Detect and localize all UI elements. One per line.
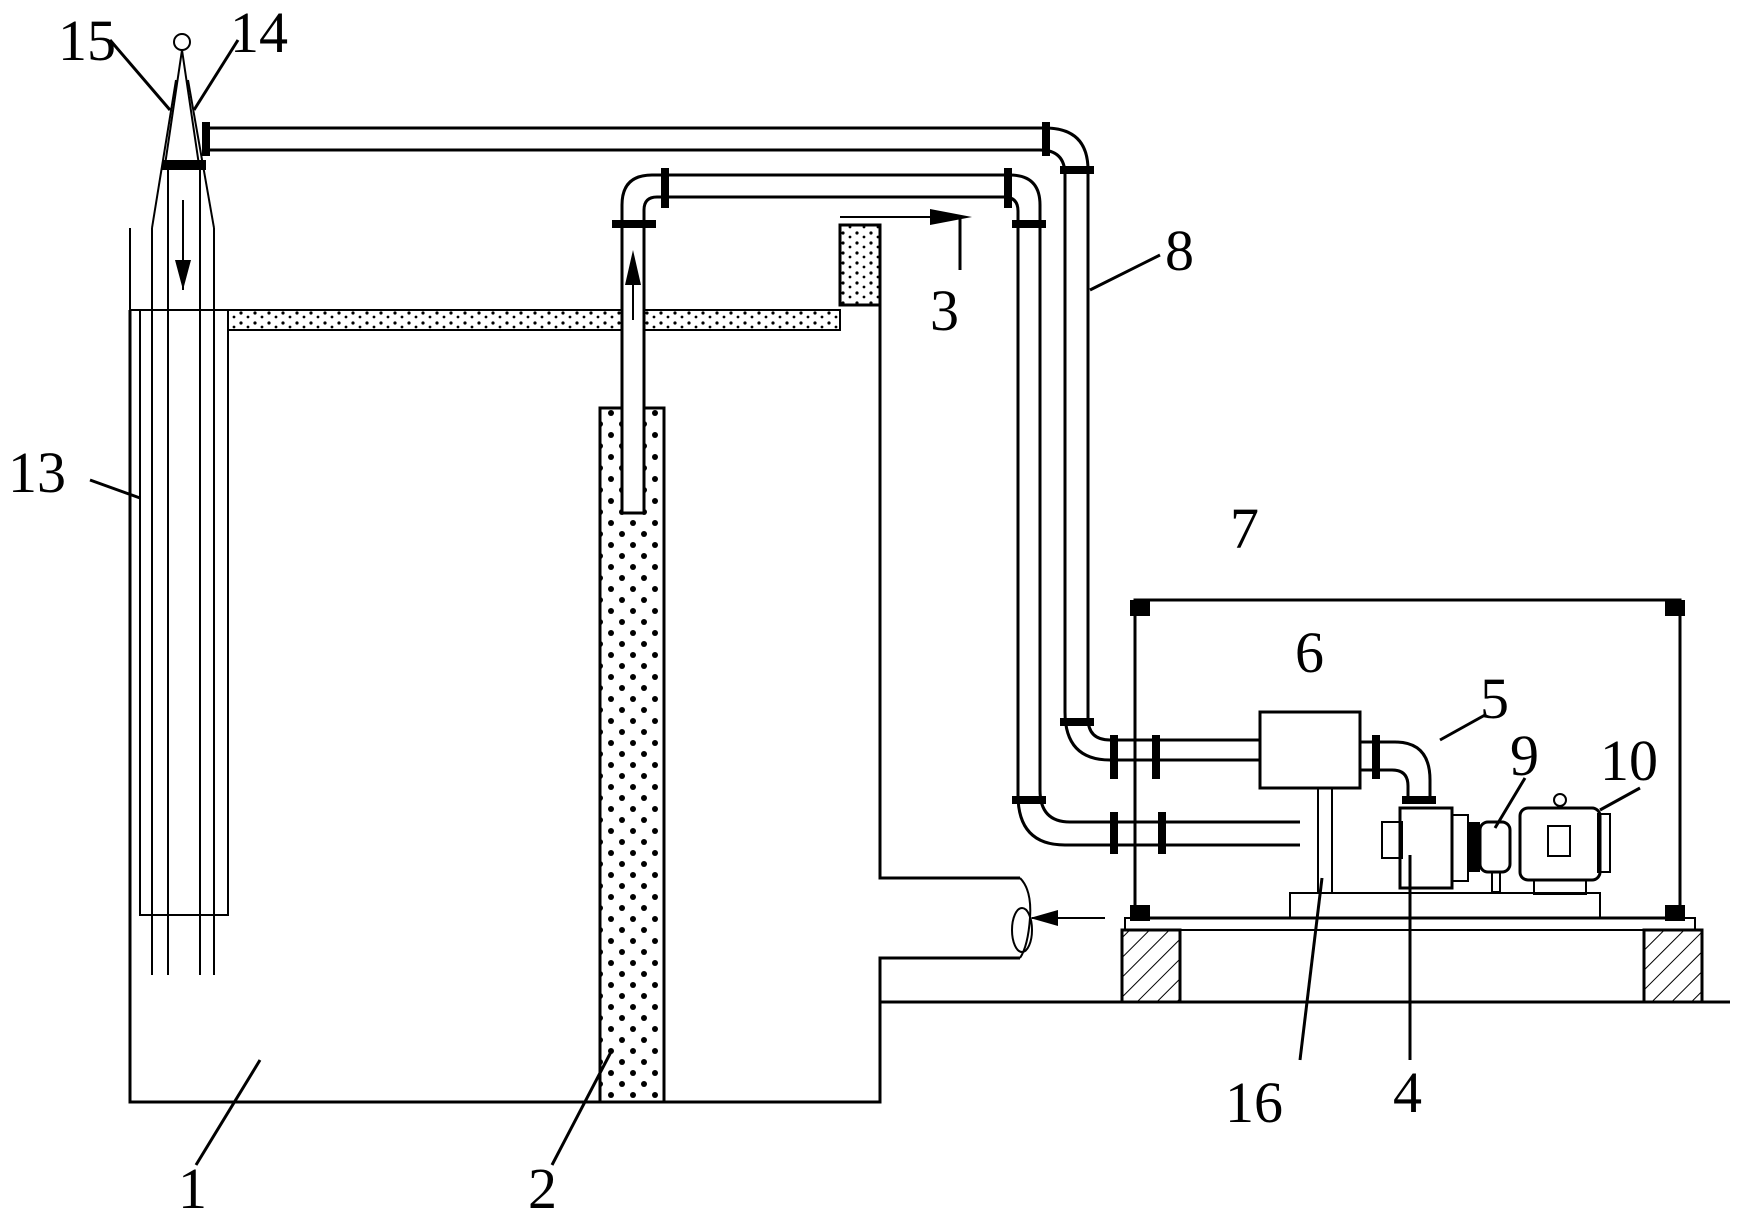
inlet-fitting: [1011, 877, 1105, 959]
label-6: 6: [1295, 620, 1324, 685]
label-2: 2: [528, 1156, 557, 1221]
pump: [1381, 806, 1480, 890]
label-4: 4: [1393, 1060, 1422, 1125]
coupling: [1478, 820, 1512, 893]
filter-housing: [1258, 710, 1601, 919]
membrane-module: [129, 165, 229, 1002]
equipment-frame: [1120, 598, 1704, 1004]
tank: [128, 223, 1730, 1104]
label-5: 5: [1480, 666, 1509, 731]
label-9: 9: [1510, 723, 1539, 788]
elbow-pipe: [1360, 735, 1436, 804]
label-16: 16: [1225, 1070, 1283, 1135]
reference-numerals: 1 2 3 4 5 6 7 8 9 10 13 14 15 16: [8, 0, 1658, 1221]
filter-column: [598, 223, 666, 1104]
label-15: 15: [58, 8, 116, 73]
label-13: 13: [8, 440, 66, 505]
pipe-8: [202, 122, 1260, 779]
label-1: 1: [178, 1156, 207, 1221]
motor: [1518, 793, 1611, 895]
label-14: 14: [230, 0, 288, 65]
top-vent-valve: [151, 33, 215, 229]
pipe-3: [612, 168, 1300, 854]
label-7: 7: [1230, 496, 1259, 561]
label-3: 3: [930, 278, 959, 343]
label-10: 10: [1600, 728, 1658, 793]
leader-lines: [89, 39, 1641, 1166]
label-8: 8: [1165, 218, 1194, 283]
